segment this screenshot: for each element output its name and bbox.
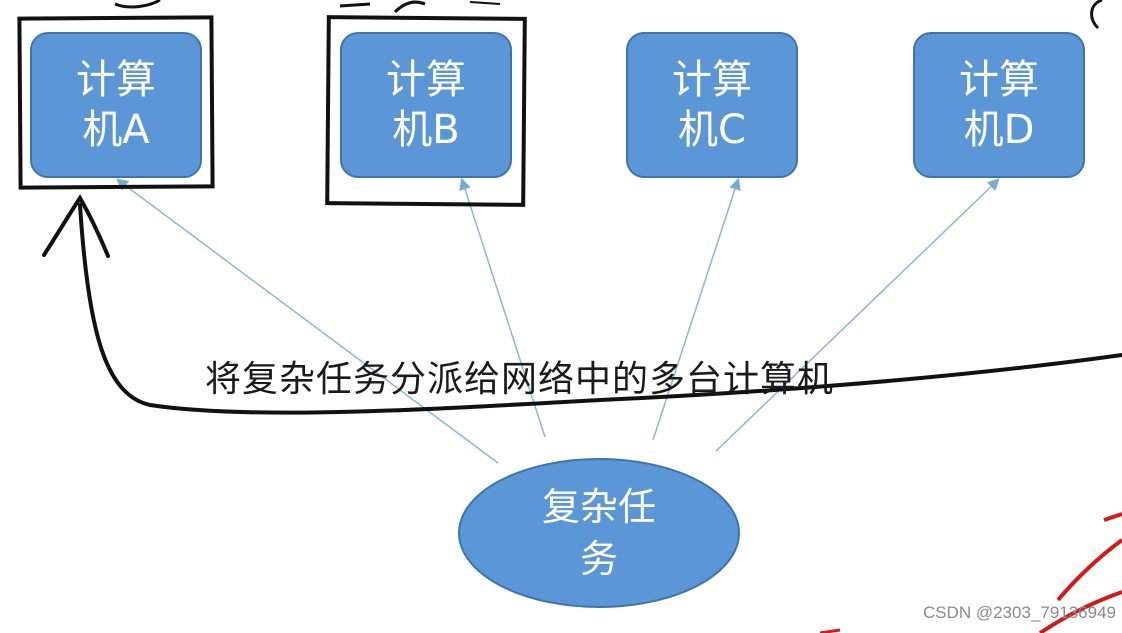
computer-d-label-line2: 机D bbox=[963, 107, 1035, 153]
computer-b-label-line2: 机B bbox=[392, 107, 460, 153]
computer-b-label-line1: 计算 bbox=[386, 57, 466, 103]
task-label-line2: 务 bbox=[579, 537, 618, 581]
task-ellipse bbox=[458, 458, 740, 608]
computer-d-label-line1: 计算 bbox=[959, 57, 1039, 103]
hand-drawn-return-arrow bbox=[78, 203, 1122, 415]
computer-b-node: 计算 机B bbox=[340, 32, 512, 178]
computer-a-label-line1: 计算 bbox=[76, 57, 156, 103]
hand-drawn-arrowhead bbox=[42, 194, 110, 258]
computer-a-label-line2: 机A bbox=[82, 107, 150, 153]
diagram-caption: 将复杂任务分派给网络中的多台计算机 bbox=[205, 359, 835, 400]
computer-c-node: 计算 机C bbox=[626, 32, 798, 178]
top-scribble bbox=[1090, 0, 1103, 30]
red-ink-mark bbox=[1103, 512, 1122, 522]
arrow-to-computer-b bbox=[459, 177, 546, 438]
top-scribble bbox=[114, 0, 161, 9]
computer-d-node: 计算 机D bbox=[913, 32, 1085, 178]
computer-c-label-line1: 计算 bbox=[672, 57, 752, 103]
red-ink-mark bbox=[1038, 590, 1122, 633]
arrow-to-computer-d bbox=[715, 178, 1000, 452]
arrow-to-computer-a bbox=[116, 178, 499, 464]
computer-a-node: 计算 机A bbox=[30, 32, 202, 178]
task-label: 复杂任 务 bbox=[458, 458, 740, 608]
watermark: CSDN @2303_79136949 bbox=[922, 603, 1116, 622]
top-scribble bbox=[339, 0, 426, 14]
top-scribble bbox=[469, 1, 501, 5]
computer-c-label-line2: 机C bbox=[678, 107, 746, 153]
red-ink-mark bbox=[1056, 538, 1122, 602]
task-label-line1: 复杂任 bbox=[541, 485, 656, 529]
